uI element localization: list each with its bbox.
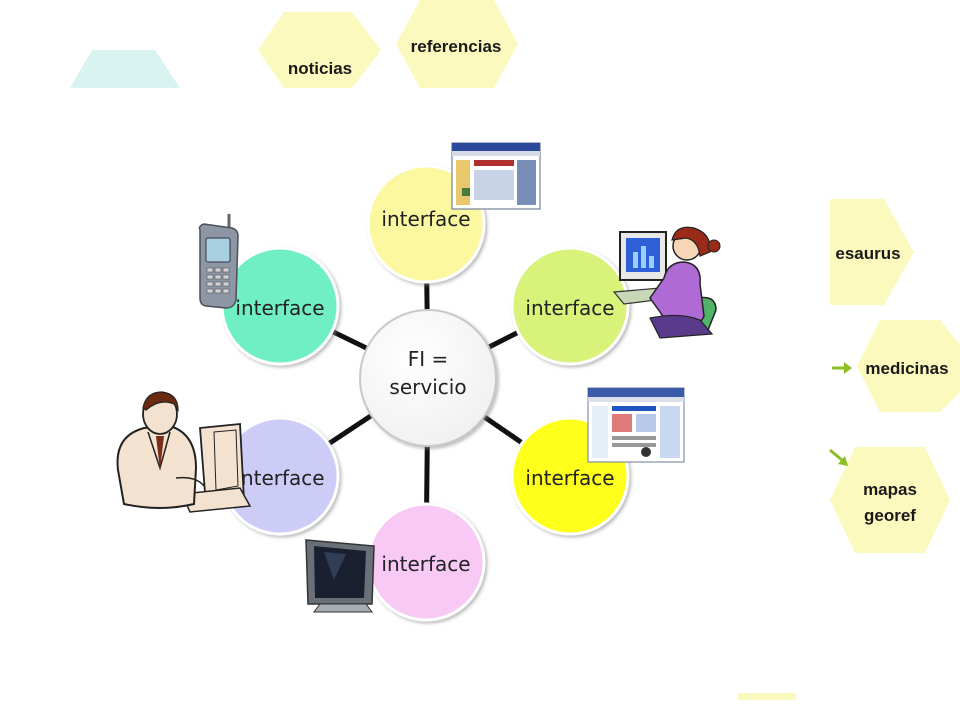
hexagon-medicinas-shape: [857, 320, 960, 412]
hexagon-top-left-partial: [70, 50, 180, 88]
flat-tv-icon: [305, 539, 375, 613]
hexagon-referencias-shape: [396, 0, 518, 88]
arrow-to-medicinas: [832, 362, 852, 374]
arrow-line: [829, 448, 843, 462]
arrow-head: [844, 362, 852, 374]
center-circle-shape: [359, 309, 497, 447]
hexagon-noticias-shape: [258, 12, 381, 88]
interface-circle-shape: [510, 246, 630, 366]
hexagon-tesaurus-shape: [830, 199, 914, 305]
hexagon-mapas-shape: [830, 447, 950, 553]
interface-label: interface: [525, 296, 614, 320]
interface-label: interface: [235, 296, 324, 320]
hexagon-tesaurus-label: esaurus: [835, 244, 900, 263]
hexagon-medicinas-label: medicinas: [865, 359, 948, 378]
web-page-thumbnail-icon: [451, 142, 541, 210]
hexagon-mapas-georef: mapas georef: [830, 447, 950, 553]
interface-upper-left: interface: [220, 246, 340, 366]
interface-label: interface: [525, 466, 614, 490]
interface-circles: interface interface interface interface …: [220, 164, 630, 622]
hexagon-referencias-label: referencias: [411, 37, 502, 56]
interface-label: interface: [381, 207, 470, 231]
interface-bottom: interface: [366, 502, 486, 622]
man-at-computer-icon: [116, 391, 252, 513]
arrow-to-mapas: [829, 448, 848, 466]
hexagon-mapas-label-line2: georef: [864, 506, 916, 525]
hexagon-referencias: referencias: [396, 0, 518, 88]
mobile-phone-icon: [198, 214, 239, 309]
center-node: FI = servicio: [359, 309, 497, 447]
hexagon-noticias: noticias: [258, 12, 381, 88]
center-label-line1: FI =: [408, 347, 449, 371]
hexagon-noticias-label: noticias: [288, 59, 352, 78]
hexagon-medicinas: medicinas: [857, 320, 960, 412]
bottom-bar-partial: [738, 693, 796, 700]
hexagon-mapas-label-line1: mapas: [863, 480, 917, 499]
hexagon-tesaurus: esaurus: [830, 199, 914, 305]
interface-label: interface: [235, 466, 324, 490]
web-page-screenshot-icon: [587, 387, 685, 463]
center-label-line2: servicio: [389, 375, 466, 399]
interface-upper-right: interface: [510, 246, 630, 366]
woman-at-computer-icon: [612, 226, 721, 339]
arrow-head: [838, 456, 848, 466]
interface-label: interface: [381, 552, 470, 576]
